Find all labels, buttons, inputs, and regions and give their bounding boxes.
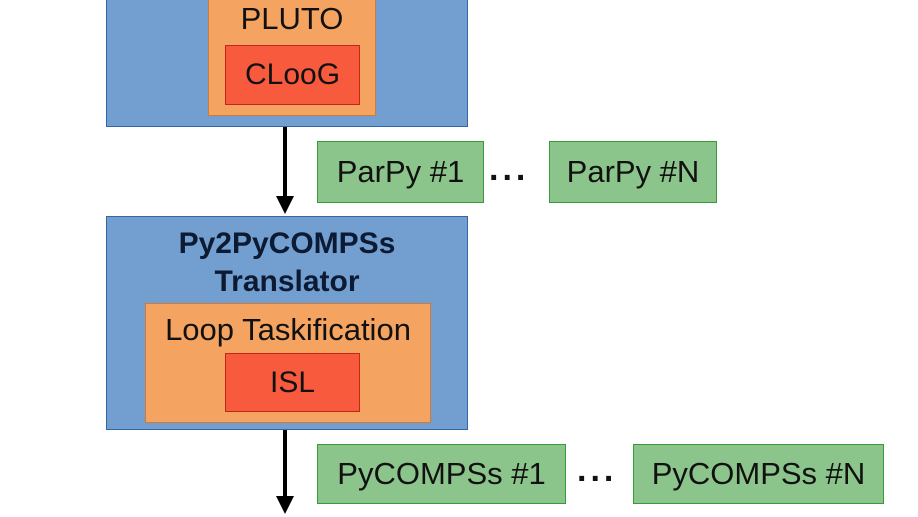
loop-taskification-label: Loop Taskification bbox=[165, 312, 411, 347]
translator-title-line2: Translator bbox=[214, 265, 360, 298]
pycompss-ellipsis: ... bbox=[577, 451, 618, 489]
cloog-library-box: CLooG bbox=[225, 45, 360, 105]
pluto-label: PLUTO bbox=[240, 1, 344, 36]
parpy-output-last: ParPy #N bbox=[549, 141, 717, 203]
isl-library-box: ISL bbox=[225, 353, 360, 412]
parpy-output-first: ParPy #1 bbox=[317, 141, 484, 203]
pycompss-output-last: PyCOMPSs #N bbox=[633, 444, 884, 504]
pycompss-output-first: PyCOMPSs #1 bbox=[317, 444, 566, 504]
arrowhead-output bbox=[276, 496, 294, 514]
arrowhead-translator bbox=[276, 196, 294, 214]
translator-title-line1: Py2PyCOMPSs bbox=[178, 227, 396, 260]
parpy-ellipsis: ... bbox=[489, 150, 530, 188]
